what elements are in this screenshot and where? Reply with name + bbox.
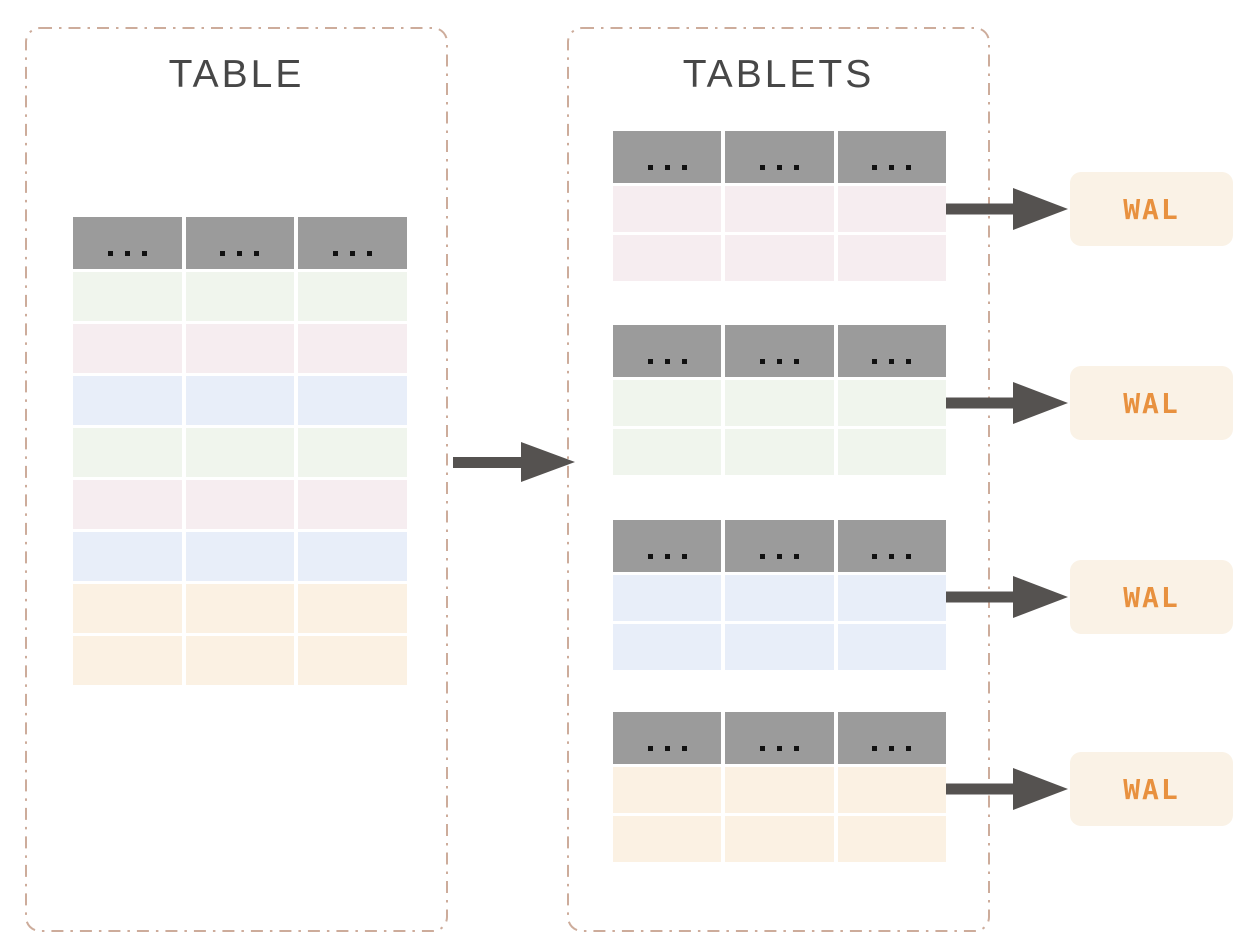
table-header-cell [837,520,946,572]
table-cell [73,324,182,373]
table-cell [725,235,834,281]
table-cell [837,186,946,232]
table-header-cell [725,712,834,764]
ellipsis-icon [866,746,917,751]
table-cell [725,575,834,621]
table-cell [185,584,295,633]
table-cell [837,816,946,862]
table-cell [185,324,295,373]
table-cell [613,186,722,232]
tablets-panel-title: TABLETS [682,53,875,96]
table-header-cell [298,217,407,269]
ellipsis-icon [754,359,805,364]
ellipsis-icon [866,359,917,364]
table-cell [298,324,407,373]
table-cell [185,376,295,425]
table-cell [73,584,182,633]
table-cell [73,376,182,425]
arrow-tablet-1-to-wal [946,188,1068,230]
table-cell [613,624,722,670]
table-cell [725,816,834,862]
table-cell [185,480,295,529]
table-cell [73,480,182,529]
ellipsis-icon [866,554,917,559]
arrow-table-to-tablets [453,442,575,482]
ellipsis-icon [214,251,265,256]
table-cell [725,380,834,426]
wal-box-4: WAL [1070,752,1233,826]
table-header-cell [185,217,295,269]
table-cell [613,429,722,475]
table-cell [837,767,946,813]
arrow-tablet-4-to-wal [946,768,1068,810]
table-cell [185,428,295,477]
table-cell [298,376,407,425]
table-cell [298,272,407,321]
table-cell [73,428,182,477]
table-header-cell [613,520,722,572]
table-header-cell [613,712,722,764]
table-cell [725,767,834,813]
ellipsis-icon [754,165,805,170]
table-cell [837,380,946,426]
table-header-cell [613,325,722,377]
ellipsis-icon [327,251,378,256]
ellipsis-icon [754,746,805,751]
wal-box-3: WAL [1070,560,1233,634]
ellipsis-icon [754,554,805,559]
table-header-cell [725,131,834,183]
table-cell [298,428,407,477]
table-cell [185,272,295,321]
wal-box-1: WAL [1070,172,1233,246]
tablet-3-table [613,520,946,670]
table-cell [837,235,946,281]
ellipsis-icon [866,165,917,170]
wal-label: WAL [1123,192,1180,226]
source-table [73,217,407,685]
table-cell [725,429,834,475]
ellipsis-icon [642,165,693,170]
table-header-cell [613,131,722,183]
wal-label: WAL [1123,580,1180,614]
ellipsis-icon [102,251,153,256]
table-cell [73,636,182,685]
table-header-cell [837,131,946,183]
table-cell [613,816,722,862]
wal-box-2: WAL [1070,366,1233,440]
table-cell [725,624,834,670]
table-cell [298,532,407,581]
table-panel-title: TABLE [168,53,305,96]
table-header-cell [73,217,182,269]
table-cell [185,636,295,685]
arrow-tablet-2-to-wal [946,382,1068,424]
tablet-1-table [613,131,946,281]
table-cell [613,380,722,426]
ellipsis-icon [642,554,693,559]
tablet-4-table [613,712,946,862]
table-cell [837,429,946,475]
table-header-cell [837,325,946,377]
table-header-cell [837,712,946,764]
table-cell [73,532,182,581]
table-cell [298,636,407,685]
tablet-2-table [613,325,946,475]
wal-label: WAL [1123,386,1180,420]
arrow-tablet-3-to-wal [946,576,1068,618]
table-cell [185,532,295,581]
table-header-cell [725,520,834,572]
ellipsis-icon [642,746,693,751]
table-cell [837,575,946,621]
ellipsis-icon [642,359,693,364]
table-cell [73,272,182,321]
table-cell [298,480,407,529]
table-cell [613,575,722,621]
table-cell [613,235,722,281]
table-cell [725,186,834,232]
table-cell [837,624,946,670]
table-header-cell [725,325,834,377]
table-cell [298,584,407,633]
wal-label: WAL [1123,772,1180,806]
table-cell [613,767,722,813]
